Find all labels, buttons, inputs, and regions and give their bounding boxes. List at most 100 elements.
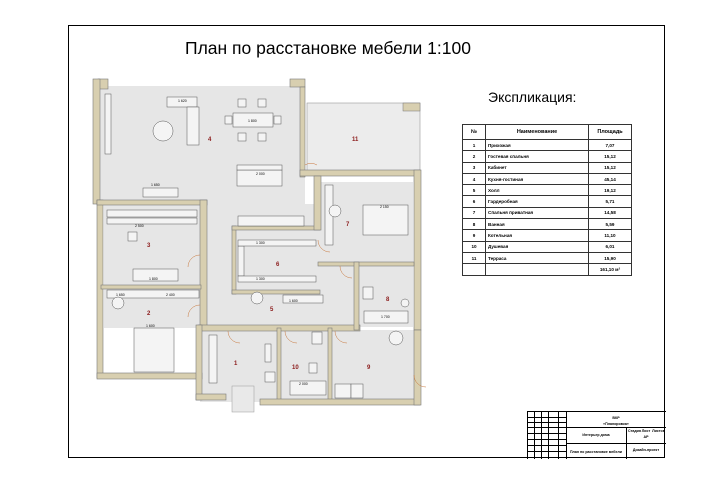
title-block: ВКР «Планировка» Интерьер дома Стадия Ли… xyxy=(527,411,666,459)
total-row: 161,10 м² xyxy=(462,263,632,276)
dim-shelf: 1 650 xyxy=(116,293,125,297)
row-number: 5 xyxy=(462,184,486,197)
room-number-5: 5 xyxy=(270,307,274,313)
table-header: № Наименование Площадь xyxy=(462,124,632,140)
stamp-sheet-num: АР xyxy=(643,435,649,439)
chair xyxy=(127,231,138,242)
dim-ward-b: 1 300 xyxy=(256,277,265,281)
room-number-10: 10 xyxy=(292,365,299,371)
sofa-chaise xyxy=(186,106,200,146)
cabinet-sofa xyxy=(132,268,179,282)
dim-desk: 2 500 xyxy=(135,224,144,228)
stamp-sheet-label: Лист xyxy=(641,429,651,433)
row-area: 5,59 xyxy=(588,218,632,231)
room-number-4: 4 xyxy=(208,137,212,143)
drawing-title: План по расстановке мебели 1:100 xyxy=(185,38,471,58)
dim-bed7: 2 150 xyxy=(380,205,389,209)
dim-hall-bench: 1 600 xyxy=(289,299,298,303)
row-area: 15,12 xyxy=(588,161,632,174)
row-area: 6,01 xyxy=(588,240,632,253)
dim-bath: 1 700 xyxy=(381,315,390,319)
room-number-1: 1 xyxy=(234,361,238,367)
room-number-7: 7 xyxy=(346,222,350,228)
dim-cab-sofa: 1 800 xyxy=(149,277,158,281)
dimension-labels: 1 620 1 800 2 000 2 500 1 800 1 650 2 40… xyxy=(116,99,390,386)
bathtub xyxy=(363,310,409,324)
row-number: 6 xyxy=(462,195,486,208)
row-area: 14,58 xyxy=(588,206,632,220)
row-number: 2 xyxy=(462,150,486,163)
room-number-9: 9 xyxy=(367,365,371,371)
dim-bed2: 1 600 xyxy=(146,324,155,328)
row-area: 19,12 xyxy=(588,184,632,197)
drawing-frame xyxy=(68,25,665,458)
row-number: 10 xyxy=(462,240,486,253)
room-number-11: 11 xyxy=(352,137,359,143)
room-number-3: 3 xyxy=(147,243,151,249)
row-name: Душевая xyxy=(485,240,589,253)
stamp-project: Интерьер дома xyxy=(582,433,610,437)
row-number: 8 xyxy=(462,218,486,231)
furniture xyxy=(104,93,410,399)
row-name: Гардеробная xyxy=(485,195,589,208)
dim-kitchen: 1 650 xyxy=(151,183,160,187)
row-area: 45,14 xyxy=(588,172,632,186)
row-name: Котельная xyxy=(485,229,589,242)
room-number-2: 2 xyxy=(147,311,151,317)
row-name: Прихожая xyxy=(485,138,589,152)
dim-shelf2: 2 400 xyxy=(166,293,175,297)
room-number-6: 6 xyxy=(276,262,280,268)
stamp-author: Дизайн-проект xyxy=(632,448,660,452)
row-number: 4 xyxy=(462,172,486,186)
title-block-grid xyxy=(528,412,566,459)
row-number: 7 xyxy=(462,206,486,220)
room-number-8: 8 xyxy=(386,297,390,303)
door-swings xyxy=(187,163,427,388)
stamp-org: «Планировка» xyxy=(603,422,629,426)
row-number: 1 xyxy=(462,138,486,152)
row-area: 11,10 xyxy=(588,229,632,242)
tv-unit xyxy=(142,187,179,198)
dim-table: 1 800 xyxy=(248,119,257,123)
dining-table xyxy=(232,112,274,128)
walls xyxy=(92,78,422,406)
row-area: 5,71 xyxy=(588,195,632,208)
row-name: Кабинет xyxy=(485,161,589,174)
stamp-sheets-label: Листов xyxy=(652,429,665,433)
total-area: 161,10 м² xyxy=(588,263,632,276)
dim-sofa: 1 620 xyxy=(178,99,187,103)
terrace-floor xyxy=(306,102,421,172)
bar-counter xyxy=(236,164,283,171)
row-name: Спальня приватная xyxy=(485,206,589,220)
total-empty xyxy=(485,263,589,276)
col-name: Наименование xyxy=(485,124,589,140)
row-name: Холл xyxy=(485,184,589,197)
row-number: 11 xyxy=(462,251,486,265)
row-name: Терраса xyxy=(485,251,589,265)
col-number: № xyxy=(462,124,486,140)
row-name: Ванная xyxy=(485,218,589,231)
tv-table xyxy=(152,120,174,142)
row-name: Кухня-гостиная xyxy=(485,172,589,186)
row-area: 7,07 xyxy=(588,138,632,152)
stamp-stage-label: Стадия xyxy=(628,429,641,433)
row-name: Гостевая спальня xyxy=(485,150,589,163)
bed-guest xyxy=(133,327,175,373)
bed-private xyxy=(362,204,409,236)
row-number: 9 xyxy=(462,229,486,242)
total-empty xyxy=(462,263,486,276)
entrance-porch xyxy=(231,385,255,413)
